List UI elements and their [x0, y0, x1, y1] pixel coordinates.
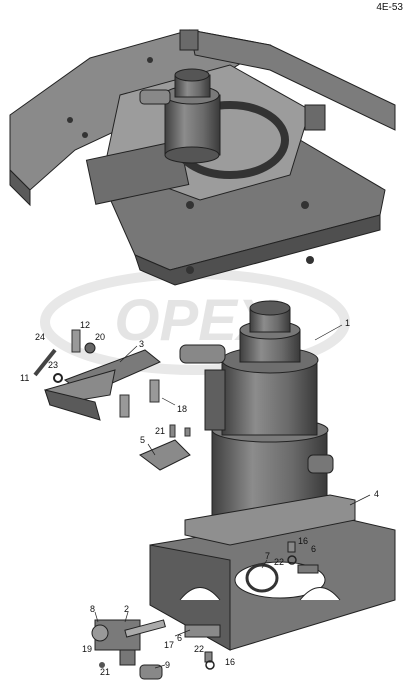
- callout-16b: 16: [225, 657, 235, 667]
- callout-6a: 6: [311, 544, 316, 554]
- callout-1: 1: [345, 318, 350, 328]
- pin-and-bolts: [33, 329, 191, 438]
- callout-23: 23: [48, 360, 58, 370]
- callout-11: 11: [20, 373, 29, 383]
- callout-21a: 21: [155, 426, 165, 436]
- callout-5: 5: [140, 435, 145, 445]
- callout-12: 12: [80, 320, 90, 330]
- callout-20: 20: [95, 332, 105, 342]
- callout-9: 9: [165, 660, 170, 670]
- callout-4: 4: [374, 489, 379, 499]
- callout-24: 24: [35, 332, 45, 342]
- callout-16a: 16: [298, 536, 308, 546]
- seal-ring: [245, 563, 279, 593]
- callout-21b: 21: [100, 667, 110, 677]
- callout-7: 7: [265, 551, 270, 561]
- callout-22a: 22: [274, 557, 284, 567]
- part-callouts: 1 2 3 4 5 6 6 7 8 9 11 12 16 16 17 18 19…: [20, 318, 379, 677]
- cradle-part: [149, 494, 396, 651]
- callout-3: 3: [139, 339, 144, 349]
- leader-lines: [94, 324, 371, 669]
- plate-part: [139, 439, 191, 471]
- cradle-fasteners: [184, 541, 319, 670]
- callout-18: 18: [177, 404, 187, 414]
- telescopic-cylinder: [179, 300, 334, 538]
- valve-assembly: [91, 619, 166, 680]
- callout-2: 2: [124, 604, 129, 614]
- callout-6b: 6: [177, 633, 182, 643]
- callout-19: 19: [82, 644, 92, 654]
- callout-8: 8: [90, 604, 95, 614]
- callout-22b: 22: [194, 644, 204, 654]
- chassis-frame-assembly: [9, 29, 396, 286]
- document-code: 4E-53: [376, 2, 403, 13]
- bracket-part: [44, 349, 161, 421]
- callout-17: 17: [164, 640, 174, 650]
